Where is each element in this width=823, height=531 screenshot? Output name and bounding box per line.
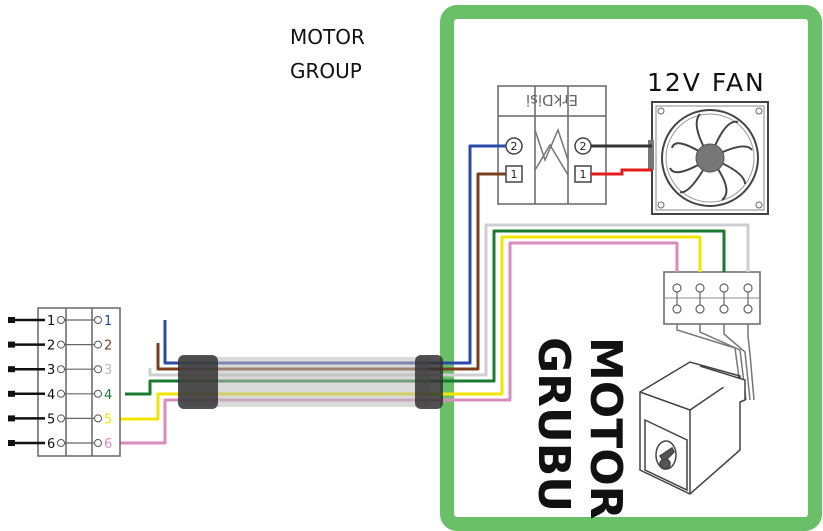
pin-plug-4	[8, 390, 15, 397]
wire-pink	[120, 241, 679, 445]
pin-contact-left-4	[57, 389, 65, 398]
fan-hub	[695, 143, 725, 173]
pin-contact-right-4	[94, 389, 102, 398]
relay-terminal-right-1-label: 1	[580, 168, 587, 181]
wire-yellow	[120, 235, 702, 421]
pin-plug-6	[8, 440, 15, 446]
wire-relay-fan-red	[591, 168, 652, 176]
cable-harness	[178, 355, 443, 409]
pin-label-left-2: 2	[47, 339, 55, 354]
wire-green	[125, 229, 726, 396]
group-label-line-2: GRUBU	[528, 337, 579, 512]
pin-contact-left-2	[57, 340, 65, 349]
pin-label-left-1: 1	[47, 314, 55, 329]
relay-terminal-right-2-label: 2	[580, 140, 587, 153]
pin-contact-right-2	[94, 340, 102, 349]
pin-contact-left-1	[57, 316, 65, 324]
pin-label-left-3: 3	[47, 363, 55, 378]
pin-label-right-5: 5	[104, 412, 112, 427]
relay-terminal-left-2-label: 2	[511, 140, 518, 153]
motor-group-enclosure	[440, 5, 822, 531]
group-label-line-1: MOTOR	[580, 337, 631, 520]
connector-block	[37, 307, 121, 457]
pin-label-left-5: 5	[47, 412, 55, 427]
title-line-1: MOTOR	[290, 25, 365, 49]
motor-terminal-block	[663, 271, 761, 325]
pin-contact-right-5	[94, 414, 102, 423]
pin-plug-5	[8, 415, 15, 422]
wire-white	[148, 223, 750, 377]
pin-plug-2	[8, 341, 15, 348]
pin-label-right-4: 4	[104, 388, 112, 403]
stepper-motor	[639, 361, 746, 495]
fan	[648, 101, 769, 215]
pin-contact-right-3	[94, 365, 102, 374]
pin-label-right-2: 2	[104, 339, 112, 354]
pin-contact-left-5	[57, 414, 65, 423]
pin-plug-3	[8, 366, 15, 373]
pin-plug-1	[8, 317, 15, 323]
cable-sleeve-right	[415, 355, 443, 409]
fan-label: 12V FAN	[647, 68, 766, 97]
relay-terminal-left-1-label: 1	[511, 168, 518, 181]
pin-contact-left-3	[57, 365, 65, 374]
cable-sleeve-left	[178, 355, 218, 409]
pin-label-left-4: 4	[47, 388, 55, 403]
pin-label-right-1: 1	[104, 314, 112, 329]
pin-label-right-6: 6	[104, 437, 112, 452]
pin-contact-right-6	[94, 439, 102, 447]
title-line-2: GROUP	[290, 59, 362, 83]
pin-label-left-6: 6	[47, 437, 55, 452]
relay-label: ErkDisi	[526, 91, 578, 109]
wire-blue	[163, 144, 506, 365]
motor-leads	[676, 324, 755, 401]
enclosure-wires	[120, 144, 750, 445]
wire-brown	[156, 172, 506, 371]
pin-contact-left-6	[57, 439, 65, 447]
pin-contact-right-1	[94, 316, 102, 324]
pin-label-right-3: 3	[104, 363, 112, 378]
relay-block: ErkDisi 2 1 2 1	[497, 85, 607, 205]
